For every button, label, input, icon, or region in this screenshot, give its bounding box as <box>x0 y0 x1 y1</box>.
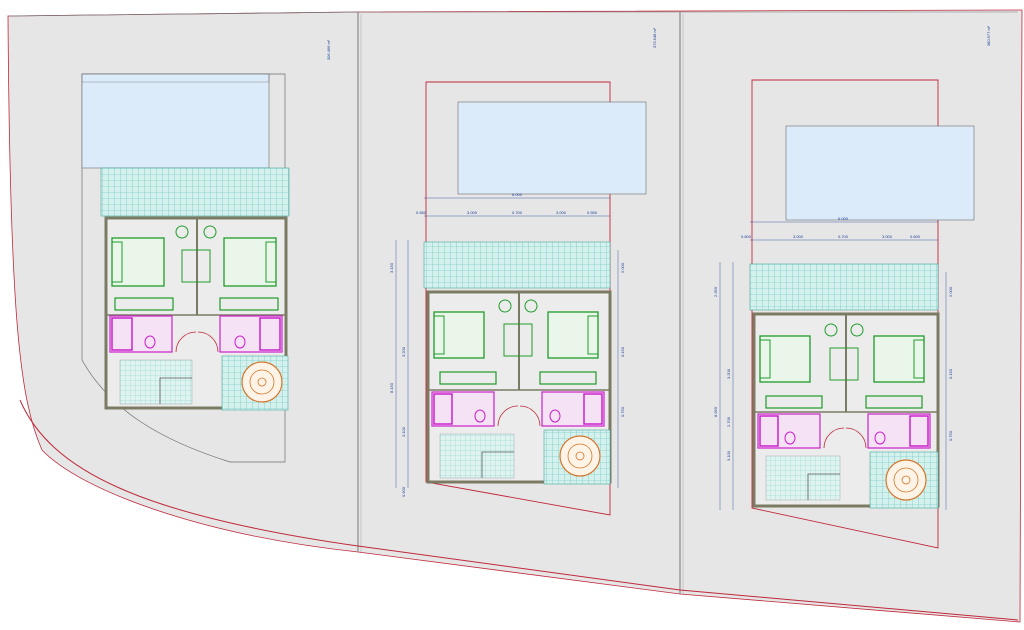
svg-text:6.000: 6.000 <box>512 192 523 197</box>
bed <box>111 237 165 287</box>
svg-text:2.000: 2.000 <box>948 286 953 297</box>
svg-text:2.000: 2.000 <box>620 262 625 273</box>
wardrobe <box>765 395 823 409</box>
bed <box>223 237 277 287</box>
bed <box>433 311 485 359</box>
svg-text:0.550: 0.550 <box>416 210 427 215</box>
pool-deck <box>100 167 290 217</box>
bed <box>759 335 811 383</box>
wardrobe <box>439 371 497 385</box>
chair <box>203 225 217 239</box>
svg-text:0.600: 0.600 <box>741 234 752 239</box>
pool <box>81 73 270 169</box>
plot-area-label: 373.648 m² <box>652 27 657 48</box>
wardrobe <box>865 395 923 409</box>
svg-text:0.700: 0.700 <box>512 210 523 215</box>
house-floorplan <box>426 290 612 485</box>
table <box>503 323 533 357</box>
dimension-lines <box>719 221 947 510</box>
chair <box>498 299 512 313</box>
svg-text:0.600: 0.600 <box>910 234 921 239</box>
svg-text:0.150: 0.150 <box>948 368 953 379</box>
svg-text:0.700: 0.700 <box>838 234 849 239</box>
svg-text:0.150: 0.150 <box>620 346 625 357</box>
svg-text:3.000: 3.000 <box>882 234 893 239</box>
svg-text:8.150: 8.150 <box>389 382 394 393</box>
plot-3: 380.577 m² 6.000 0.600 3.000 0.700 3.000… <box>713 25 991 549</box>
svg-text:3.200: 3.200 <box>401 346 406 357</box>
setback-line <box>751 79 939 549</box>
bathroom <box>867 413 931 449</box>
svg-text:6.000: 6.000 <box>838 216 849 221</box>
chair <box>850 323 864 337</box>
house-floorplan <box>752 312 940 509</box>
house-floorplan <box>104 216 289 411</box>
chair <box>524 299 538 313</box>
spiral-stair <box>241 361 283 403</box>
pool-deck <box>749 263 939 311</box>
svg-text:3.100: 3.100 <box>401 426 406 437</box>
chair <box>824 323 838 337</box>
bathroom <box>757 413 821 449</box>
svg-text:0.750: 0.750 <box>948 430 953 441</box>
pool <box>785 125 975 221</box>
chair <box>175 225 189 239</box>
spiral-stair <box>885 459 927 501</box>
pool <box>457 101 647 195</box>
plot-area-label: 380.577 m² <box>986 25 991 46</box>
svg-text:3.100: 3.100 <box>726 450 731 461</box>
svg-text:2.350: 2.350 <box>713 286 718 297</box>
plot-2: 373.648 m² 6.000 0.550 3.000 0.700 3.000… <box>389 27 657 516</box>
wardrobe <box>114 297 174 311</box>
wardrobe <box>219 297 279 311</box>
svg-text:3.000: 3.000 <box>556 210 567 215</box>
spiral-stair <box>559 435 601 477</box>
svg-text:3.200: 3.200 <box>726 368 731 379</box>
table <box>829 347 859 381</box>
bed <box>873 335 925 383</box>
stairs <box>119 359 193 405</box>
svg-text:8.950: 8.950 <box>713 406 718 417</box>
svg-text:3.000: 3.000 <box>467 210 478 215</box>
svg-text:0.550: 0.550 <box>587 210 598 215</box>
bathroom <box>219 315 283 353</box>
plot-1: 306.466 m² <box>81 39 331 463</box>
pool-deck <box>423 241 611 289</box>
stairs <box>765 455 841 501</box>
bathroom <box>109 315 173 353</box>
bathroom <box>541 391 605 427</box>
bathroom <box>431 391 495 427</box>
svg-text:0.900: 0.900 <box>401 486 406 497</box>
bed <box>547 311 599 359</box>
table <box>181 249 211 283</box>
svg-text:3.000: 3.000 <box>793 234 804 239</box>
dimension-lines <box>395 197 619 488</box>
svg-text:2.700: 2.700 <box>726 416 731 427</box>
wardrobe <box>539 371 597 385</box>
plot-area-label: 306.466 m² <box>326 39 331 60</box>
stairs <box>439 433 515 479</box>
svg-text:0.750: 0.750 <box>620 406 625 417</box>
setback-line <box>425 81 611 516</box>
svg-text:3.150: 3.150 <box>389 262 394 273</box>
